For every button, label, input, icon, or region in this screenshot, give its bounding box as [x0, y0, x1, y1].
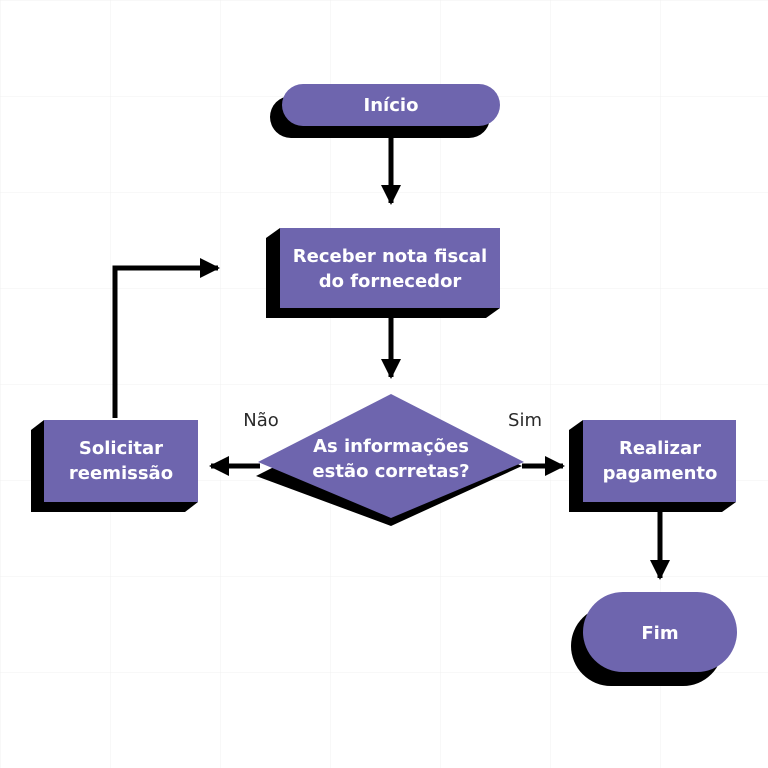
decision-node: As informações estão corretas? [256, 394, 524, 526]
receive-invoice-node: Receber nota fiscal do fornecedor [266, 228, 500, 318]
request-reissue-shape [44, 420, 198, 502]
request-reissue-label-line2: reemissão [69, 463, 173, 484]
start-node-shape [282, 84, 500, 126]
end-node-label: Fim [641, 623, 678, 644]
connectors [112, 138, 670, 580]
make-payment-label-line2: pagamento [603, 463, 718, 484]
decision-label-line1: As informações [313, 436, 469, 457]
end-node: Fim [571, 592, 737, 686]
start-node-label: Início [364, 95, 419, 116]
make-payment-shape [583, 420, 736, 502]
receive-invoice-label-line2: do fornecedor [319, 271, 462, 292]
make-payment-label-line1: Realizar [619, 438, 701, 459]
decision-label-line2: estão corretas? [312, 461, 469, 482]
decision-shape [258, 394, 524, 518]
arrow-reissue-to-receive [112, 258, 220, 418]
request-reissue-label-line1: Solicitar [79, 438, 163, 459]
request-reissue-node: Solicitar reemissão [31, 420, 198, 512]
edge-label-no: Não [243, 410, 279, 431]
edge-label-yes: Sim [508, 410, 542, 431]
start-node: Início [270, 84, 500, 138]
end-node-shape [583, 592, 737, 672]
make-payment-node: Realizar pagamento [569, 420, 736, 512]
receive-invoice-label-line1: Receber nota fiscal [293, 246, 487, 267]
receive-invoice-shape [280, 228, 500, 308]
